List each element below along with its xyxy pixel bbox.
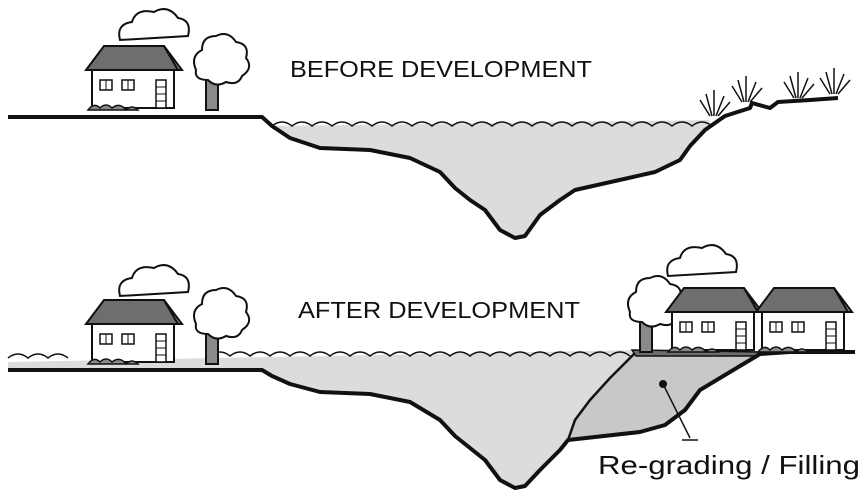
after-house-icon-2 [665,287,763,353]
before-ground-line [8,96,839,240]
after-scene: AFTER DEVELOPMENT Re-grading / Filling [7,244,860,490]
before-bush-icon [118,8,190,42]
before-house-icon [85,45,183,111]
after-label: AFTER DEVELOPMENT [298,297,580,323]
after-house-icon [85,299,183,365]
before-grass-icon [699,89,731,117]
before-grass-icon [731,75,763,103]
before-grass-icon [783,71,815,99]
after-ground-line [8,350,855,490]
before-label: BEFORE DEVELOPMENT [290,56,592,82]
after-house-icon-3 [755,287,853,353]
after-right-bush-icon [666,244,738,277]
annotation-label: Re-grading / Filling [598,450,860,480]
before-tree-icon [193,33,251,111]
after-water [8,350,750,488]
fill-pointer-line [662,383,691,439]
before-wave-line [271,121,713,127]
before-water [272,120,710,238]
after-wave-line [7,351,631,359]
before-scene: BEFORE DEVELOPMENT [8,8,851,240]
after-bush-icon [118,264,190,297]
before-grass-icon [819,67,851,95]
